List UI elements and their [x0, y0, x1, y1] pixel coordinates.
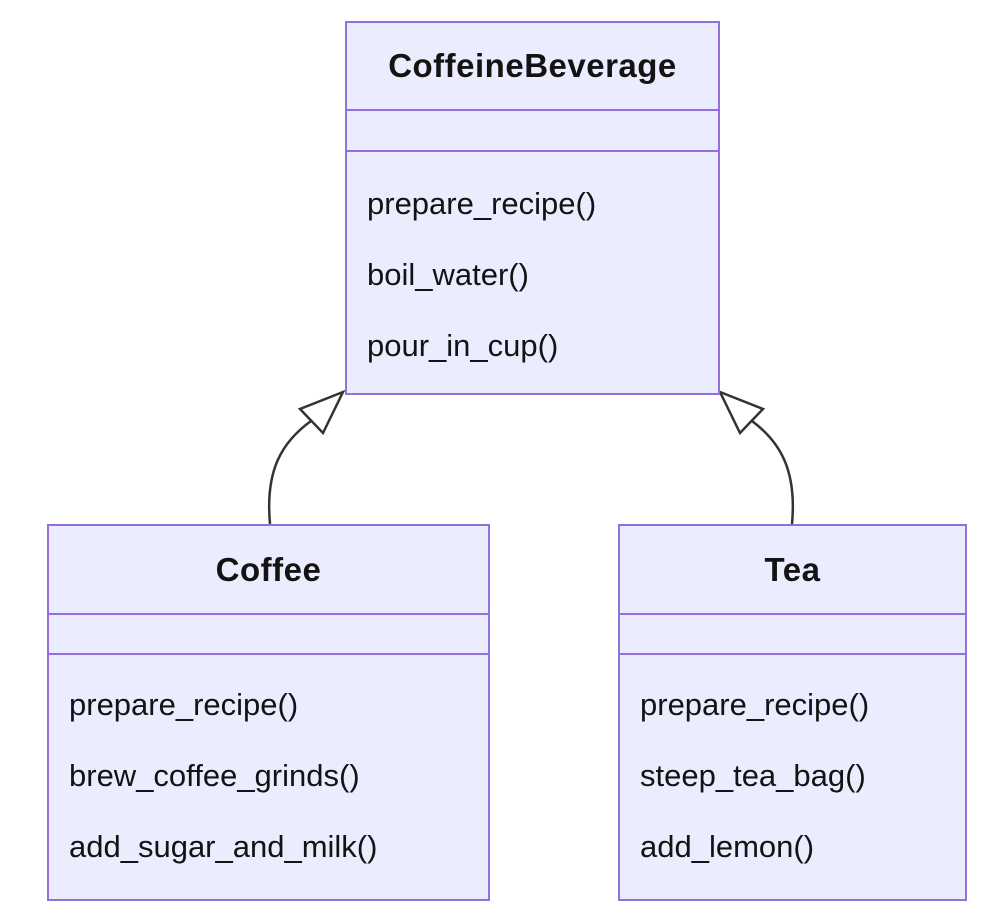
method-item: prepare_recipe() [367, 185, 597, 221]
method-item: brew_coffee_grinds() [69, 757, 360, 793]
class-box-tea: Tea prepare_recipe() steep_tea_bag() add… [618, 524, 967, 901]
method-item: prepare_recipe() [640, 686, 870, 722]
method-item: prepare_recipe() [69, 686, 299, 722]
method-item: pour_in_cup() [367, 327, 559, 363]
method-item: add_lemon() [640, 828, 815, 864]
method-item: add_sugar_and_milk() [69, 828, 378, 864]
inheritance-arrow-tea [717, 389, 795, 525]
class-attributes-section [620, 613, 965, 655]
inheritance-arrow-coffee [267, 389, 346, 525]
class-title: Tea [764, 550, 821, 588]
class-title: CoffeineBeverage [388, 47, 677, 84]
method-item: boil_water() [367, 256, 529, 292]
class-box-coffeinebeverage: CoffeineBeverage prepare_recipe() boil_w… [345, 21, 720, 395]
method-item: steep_tea_bag() [640, 757, 866, 793]
inheritance-arrowhead [717, 389, 766, 436]
class-methods-section: prepare_recipe() steep_tea_bag() add_lem… [620, 655, 965, 899]
class-methods-section: prepare_recipe() brew_coffee_grinds() ad… [49, 655, 488, 899]
class-box-coffee: Coffee prepare_recipe() brew_coffee_grin… [47, 524, 490, 901]
class-attributes-section [347, 109, 718, 152]
class-title: Coffee [215, 550, 322, 588]
inheritance-arrowhead [297, 389, 346, 436]
class-attributes-section [49, 613, 488, 655]
class-methods-section: prepare_recipe() boil_water() pour_in_cu… [347, 152, 718, 393]
